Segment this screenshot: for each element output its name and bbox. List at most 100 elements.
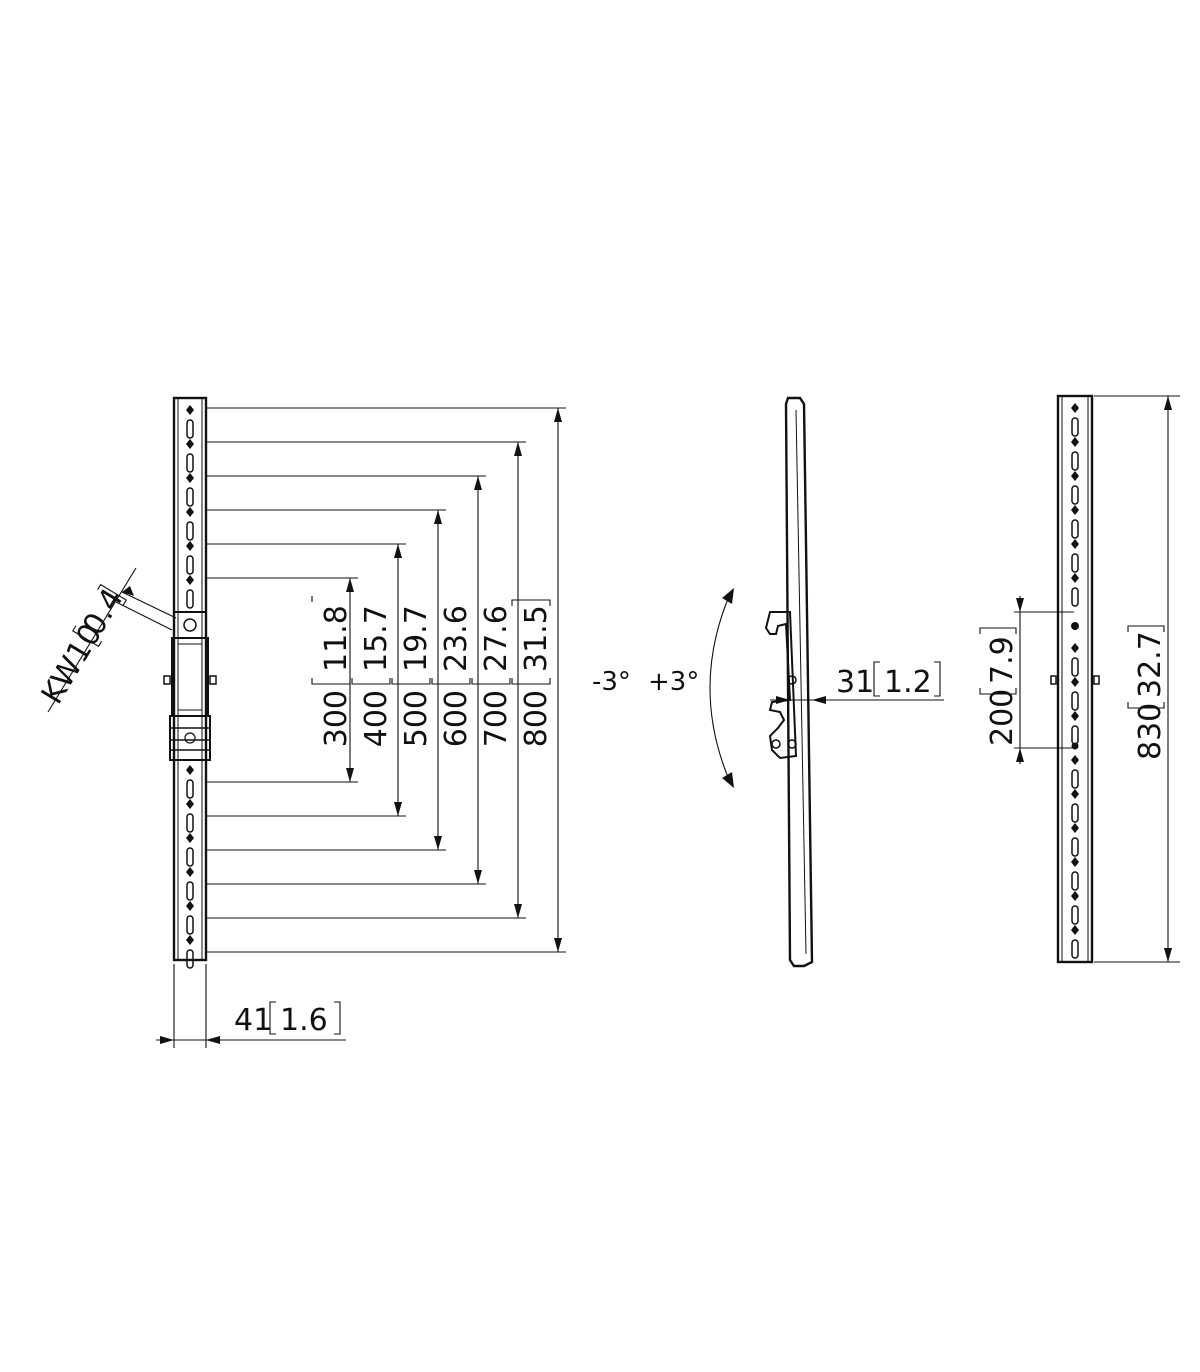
- rail-hole: [186, 473, 194, 483]
- rail-hole: [1071, 505, 1079, 515]
- spacing-label-600: 600 23.6: [431, 605, 474, 747]
- rail-slot: [186, 589, 194, 609]
- rail-hole: [1071, 711, 1079, 721]
- width-dimension: 41 1.6: [156, 964, 346, 1048]
- rail-hole: [186, 799, 194, 809]
- spacing-dimension-4: [206, 475, 486, 885]
- tilt-minus-label: -3°: [592, 667, 631, 697]
- rail-slot: [186, 813, 194, 833]
- spacing-label-800: 800 31.5: [511, 599, 554, 747]
- spacing-inch: 15.7: [359, 605, 394, 672]
- rail-hole: [1071, 471, 1079, 481]
- spacing-value: 700: [479, 690, 514, 747]
- rail-hole: [186, 765, 194, 775]
- rail-slot: [1071, 769, 1079, 789]
- rail-hole: [186, 935, 194, 945]
- width-inch: 1.6: [280, 1003, 328, 1038]
- height-dimension: 830 32.7: [1094, 395, 1180, 963]
- rail-slot: [1071, 691, 1079, 711]
- spacing-label-500: 500 19.7: [391, 605, 434, 747]
- rail-hole: [186, 405, 194, 415]
- rail-hole: [186, 901, 194, 911]
- rail-slot: [1071, 725, 1079, 745]
- rail-slot: [186, 915, 194, 935]
- front-rail-slots: [186, 405, 194, 969]
- rail-slot: [186, 847, 194, 867]
- rail-slot: [186, 487, 194, 507]
- back-rail-slots: [1071, 403, 1079, 959]
- tilt-plus-label: +3°: [648, 667, 699, 697]
- height-value: 830: [1133, 703, 1168, 760]
- front-rail: [172, 396, 208, 969]
- spacing-dimension-5: [206, 441, 526, 919]
- rail-slot: [1071, 553, 1079, 573]
- adjust-value: 200: [985, 689, 1020, 746]
- front-view: 300 11.8 400 15.7 500 19.7 600 23.6: [35, 396, 566, 1048]
- rail-slot: [186, 881, 194, 901]
- rail-hole: [1071, 925, 1079, 935]
- rail-hole: [1071, 403, 1079, 413]
- rail-slot: [1071, 417, 1079, 437]
- adjust-inch: 7.9: [985, 636, 1020, 684]
- rail-hole: [186, 575, 194, 585]
- rail-slot: [1071, 451, 1079, 471]
- side-profile: [784, 396, 814, 968]
- rail-hole: [1071, 789, 1079, 799]
- rail-hole: [1071, 823, 1079, 833]
- side-hook-bracket: [764, 611, 798, 760]
- rail-hole: [186, 867, 194, 877]
- front-spacing-labels: 300 11.8 400 15.7 500 19.7 600 23.6: [311, 596, 554, 747]
- rail-hole: [1071, 677, 1079, 687]
- adjust-dimension: 200 7.9: [979, 596, 1074, 764]
- width-value: 41: [234, 1003, 272, 1038]
- wrench-size-annotation: KW10 0.4: [35, 567, 177, 713]
- spacing-label-300: 300 11.8: [311, 596, 354, 747]
- side-view: -3° +3° 31 1.2: [592, 396, 944, 968]
- back-view: 200 7.9 830 32.7: [979, 394, 1180, 964]
- rail-slot: [1071, 939, 1079, 959]
- front-spacing-dimensions: [206, 407, 566, 953]
- depth-inch: 1.2: [884, 665, 932, 700]
- spacing-inch: 23.6: [439, 605, 474, 672]
- rail-hole: [1071, 539, 1079, 549]
- spacing-label-700: 700 27.6: [471, 605, 514, 747]
- rail-slot: [186, 419, 194, 439]
- spacing-dimension-2: [206, 543, 406, 817]
- rail-hole: [1071, 643, 1079, 653]
- spacing-inch: 11.8: [319, 605, 354, 672]
- rail-slot: [1071, 519, 1079, 539]
- depth-value: 31: [836, 665, 874, 700]
- tilt-arc: -3° +3°: [592, 588, 734, 788]
- rail-hole: [1071, 857, 1079, 867]
- spacing-value: 800: [519, 690, 554, 747]
- rail-slot: [1071, 587, 1079, 607]
- rail-slot: [186, 521, 194, 541]
- rail-hole: [186, 833, 194, 843]
- rail-hole: [1071, 755, 1079, 765]
- rail-slot: [186, 453, 194, 473]
- rail-hole: [1071, 573, 1079, 583]
- height-inch: 32.7: [1133, 631, 1168, 698]
- rail-slot: [1071, 803, 1079, 823]
- rail-slot: [1071, 485, 1079, 505]
- rail-slot: [186, 779, 194, 799]
- rail-hole: [1071, 891, 1079, 901]
- spacing-inch: 19.7: [399, 605, 434, 672]
- rail-slot: [1071, 837, 1079, 857]
- spacing-dimension-3: [206, 509, 446, 851]
- spacing-value: 300: [319, 690, 354, 747]
- center-clamp: [163, 611, 217, 761]
- rail-hole: [1071, 437, 1079, 447]
- rail-hole: [186, 507, 194, 517]
- spacing-value: 500: [399, 690, 434, 747]
- rail-slot: [1071, 871, 1079, 891]
- spacing-inch: 31.5: [519, 605, 554, 672]
- depth-dimension: 31 1.2: [770, 661, 944, 704]
- spacing-value: 400: [359, 690, 394, 747]
- rail-slot: [186, 949, 194, 969]
- spacing-dimension-6: [206, 407, 566, 953]
- rail-slot: [186, 555, 194, 575]
- back-rail: [1050, 394, 1100, 964]
- rail-slot: [1071, 657, 1079, 677]
